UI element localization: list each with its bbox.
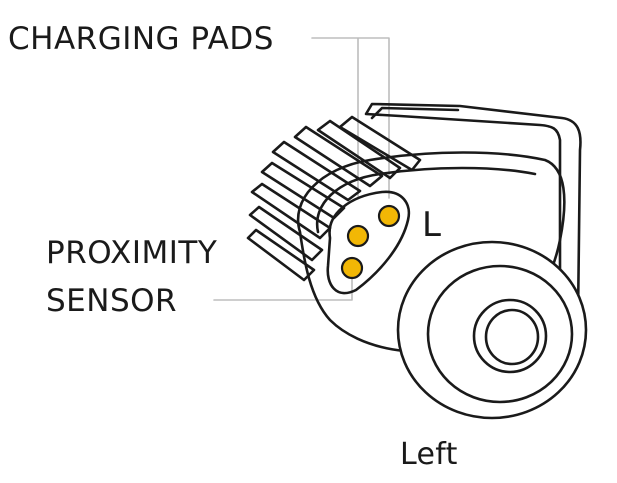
side-marking-letter: L [422, 205, 441, 245]
side-caption: Left [400, 437, 458, 472]
proximity-sensor-label-line1: PROXIMITY [46, 235, 218, 271]
nozzle-inner [484, 308, 540, 366]
charging-pad-2 [377, 204, 401, 228]
proximity-sensor-leader [213, 277, 353, 301]
leader-lines [213, 37, 390, 301]
stem-inner-line [370, 106, 460, 120]
earbud-body-inner [315, 166, 537, 234]
charging-pads-label: CHARGING PADS [8, 21, 274, 57]
sensor-plate [326, 190, 411, 295]
charging-pads-leader [311, 37, 390, 199]
proximity-sensor-label-line2: SENSOR [46, 283, 178, 319]
earbud-fins [246, 115, 422, 282]
proximity-sensor-dot [340, 256, 364, 280]
earbud-body [296, 151, 566, 354]
charging-pad-1 [346, 224, 370, 248]
